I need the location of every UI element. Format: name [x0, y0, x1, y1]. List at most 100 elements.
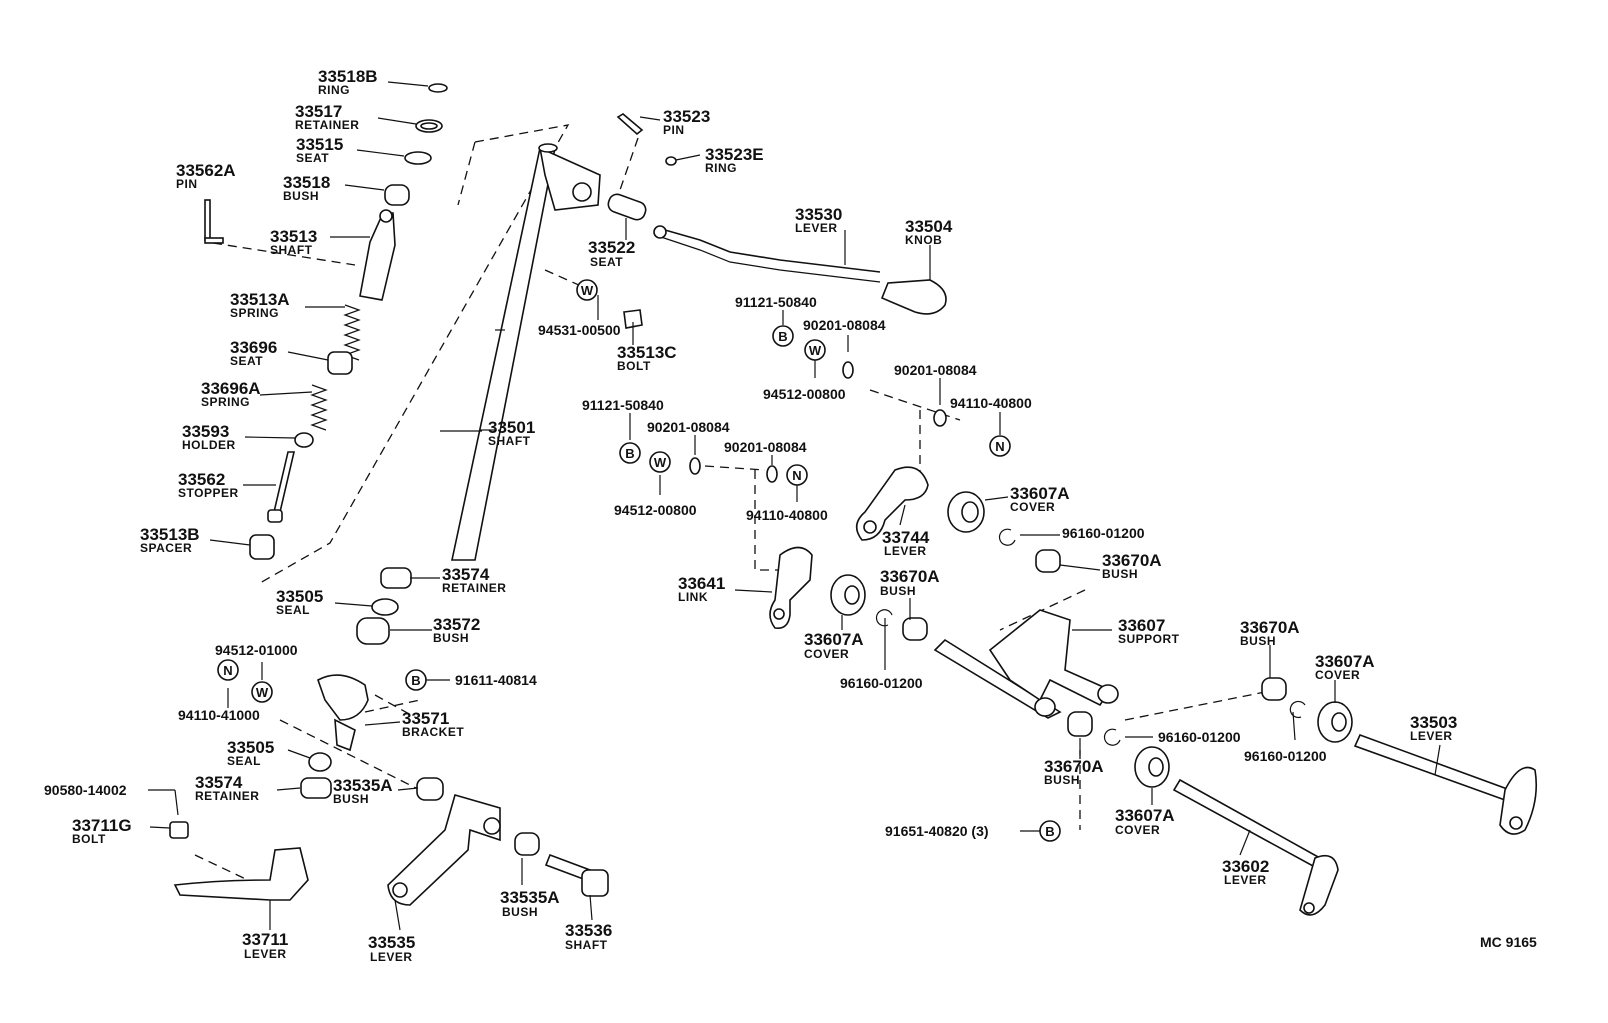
callout-number: 33513C: [617, 343, 677, 362]
ref-number: 90201-08084: [647, 419, 730, 435]
bolt-33711g-shape: [169, 821, 189, 839]
callout-name: BUSH: [1240, 634, 1276, 648]
callout-number: 33711G: [72, 816, 132, 835]
ref-number: 90201-08084: [724, 439, 807, 455]
ref-number: 90201-08084: [894, 362, 977, 378]
callout-name: LEVER: [1410, 729, 1453, 743]
callout-name: BOLT: [617, 359, 651, 373]
callout-number: 33696A: [201, 379, 261, 398]
shaft-33536-shape: [544, 853, 609, 897]
callout-name: BUSH: [1044, 773, 1080, 787]
callout-number: 33607A: [804, 630, 864, 649]
lever-33744-shape: [855, 466, 929, 541]
callout-name: SUPPORT: [1118, 632, 1180, 646]
callout-name: COVER: [1115, 823, 1160, 837]
washer-symbol: W: [581, 283, 594, 298]
cover-33607a-low-shape: [1134, 746, 1170, 788]
callout-number: 33607A: [1010, 484, 1070, 503]
callout-name: SEAT: [296, 151, 329, 165]
callout-name: SEAT: [590, 255, 623, 269]
bolt-33513c-shape: [623, 309, 643, 329]
callout-name: SEAT: [230, 354, 263, 368]
callout-name: RETAINER: [442, 581, 506, 595]
callout-name: SPRING: [201, 395, 250, 409]
nut-symbol: N: [223, 663, 232, 678]
washer-symbol: W: [809, 343, 822, 358]
callout-number: 33574: [442, 565, 490, 584]
ref-number: 90580-14002: [44, 782, 127, 798]
ring-33523e-shape: [665, 156, 677, 166]
ref-number: 94531-00500: [538, 322, 621, 338]
pin-33562a-shape: [204, 199, 224, 244]
callout-labels: 33518B RING 33517 RETAINER 33515 SEAT 33…: [72, 67, 1457, 964]
lever-33503-shape: [1353, 733, 1538, 835]
callout-number: 33641: [678, 574, 725, 593]
cover-33607a-right-shape: [1317, 701, 1353, 743]
callout-number: 33535: [368, 933, 415, 952]
support-33607-shape: [933, 609, 1119, 719]
callout-name: COVER: [804, 647, 849, 661]
callout-number: 33607: [1118, 616, 1165, 635]
spring-33696a-shape: [310, 384, 328, 431]
callout-number: 33535A: [333, 776, 393, 795]
callout-name: SEAL: [227, 754, 261, 768]
callout-name: BUSH: [1102, 567, 1138, 581]
ref-number: 91121-50840: [735, 294, 817, 310]
bush-33535a-lower-shape: [514, 832, 540, 856]
callout-number: 33711: [242, 930, 288, 949]
seat-33696-shape: [327, 351, 353, 375]
bracket-33571-shape: [317, 674, 369, 752]
callout-number: 33513: [270, 227, 317, 246]
callout-name: KNOB: [905, 233, 942, 247]
bush-33518-shape: [384, 184, 410, 206]
callout-number: 33670A: [880, 567, 940, 586]
callout-name: RING: [705, 161, 737, 175]
ref-number: 94512-00800: [614, 502, 697, 518]
callout-number: 33670A: [1102, 551, 1162, 570]
bush-33572-shape: [356, 617, 390, 645]
bush-33670a-b-shape: [902, 617, 928, 641]
seat-33515-shape: [404, 151, 432, 165]
callout-number: 33518B: [318, 67, 378, 86]
callout-name: LEVER: [370, 950, 413, 964]
nut-symbol: N: [995, 439, 1004, 454]
callout-name: RETAINER: [295, 118, 359, 132]
callout-number: 33530: [795, 205, 842, 224]
spring-33513a-shape: [343, 304, 361, 361]
bolt-symbol: B: [411, 673, 420, 688]
spacer-33513b-shape: [249, 534, 275, 560]
cover-33607a-top-shape: [947, 491, 985, 533]
callout-name: LEVER: [1224, 873, 1267, 887]
callout-number: 33572: [433, 615, 480, 634]
ring-33518b-shape: [428, 83, 448, 93]
lever-33535-shape: [387, 794, 501, 906]
callout-name: SPRING: [230, 306, 279, 320]
seat-33522-shape: [607, 193, 647, 221]
callout-number: 33501: [488, 418, 535, 437]
callout-name: BUSH: [880, 584, 916, 598]
bush-33670a-d-shape: [1261, 677, 1287, 701]
callout-number: 33523: [663, 107, 710, 126]
shaft-33513-shape: [359, 209, 396, 301]
callout-name: BRACKET: [402, 725, 464, 739]
callout-name: SEAL: [276, 603, 310, 617]
callout-number: 33562: [178, 470, 225, 489]
stopper-33562-shape: [267, 451, 296, 523]
seal-33505-lower-shape: [308, 752, 332, 772]
callout-name: LEVER: [244, 947, 287, 961]
ref-number: 91121-50840: [582, 397, 664, 413]
callout-number: 33607A: [1315, 652, 1375, 671]
callout-number: 33535A: [500, 888, 560, 907]
holder-33593-shape: [294, 432, 314, 448]
ref-number: 94512-00800: [763, 386, 846, 402]
callout-name: PIN: [663, 123, 685, 137]
lever-33711-shape: [173, 847, 309, 901]
seal-33505-shape: [371, 598, 399, 616]
ref-number: 94110-40800: [950, 395, 1032, 411]
ref-number: 96160-01200: [840, 675, 923, 691]
ref-number: 96160-01200: [1062, 525, 1145, 541]
callout-name: BOLT: [72, 832, 106, 846]
callout-number: 33602: [1222, 857, 1269, 876]
lever-33602-shape: [1172, 778, 1339, 916]
